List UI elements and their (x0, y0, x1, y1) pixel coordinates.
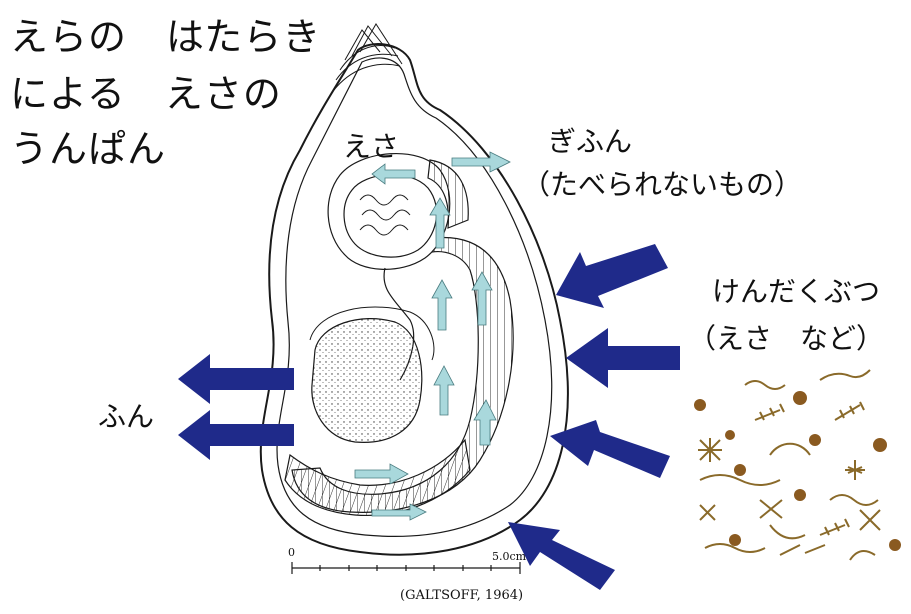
label-suspended-matter: けんだくぶつ (712, 270, 880, 310)
internal-arrow-4 (432, 280, 452, 330)
label-food: えさ (343, 125, 399, 165)
arrow-left-icon (178, 354, 294, 404)
figure-credit: (GALTSOFF, 1964) (400, 588, 523, 603)
label-pseudofeces: ぎふん (548, 120, 632, 160)
label-pseudofeces-note: （たべられないもの） (522, 163, 802, 203)
oyster-body (285, 154, 513, 516)
internal-arrow-2 (452, 152, 510, 172)
scale-end-label: 5.0cm (492, 550, 526, 563)
inflow-arrows (508, 244, 680, 590)
arrow-left-icon (550, 420, 670, 478)
arrow-left-icon (556, 244, 668, 308)
arrow-left-icon (566, 328, 680, 388)
scale-bar (292, 562, 520, 574)
feces-arrows (178, 354, 294, 460)
scale-start-label: 0 (288, 546, 295, 559)
internal-arrow-6 (434, 366, 454, 415)
label-feces: ふん (98, 395, 154, 435)
plankton-icon (686, 362, 908, 572)
label-suspended-note: （えさ など） (688, 317, 884, 357)
